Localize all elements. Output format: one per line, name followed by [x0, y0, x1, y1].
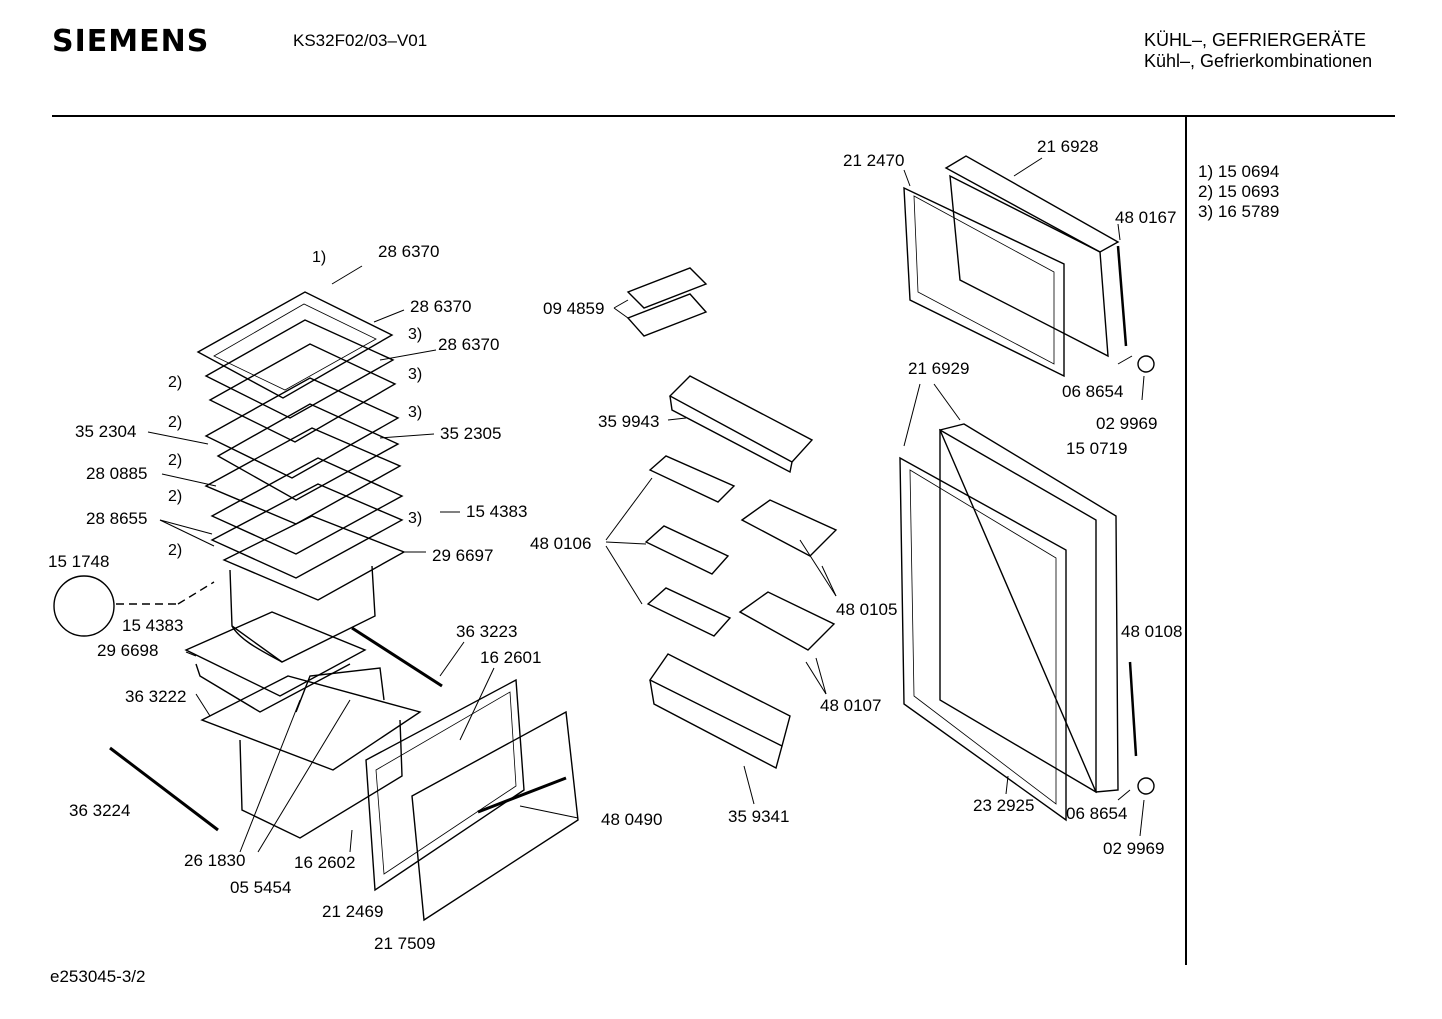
footnote-marker: 2): [168, 488, 183, 505]
thermostat-knob: [53, 575, 115, 637]
part-label: 21 6929: [908, 359, 970, 378]
rail-left: [109, 746, 219, 832]
part-label: 48 0167: [1115, 208, 1177, 227]
freezer-basket: [200, 667, 422, 839]
part-label: 48 0108: [1121, 622, 1183, 641]
door-shelves: [644, 375, 838, 770]
part-label: 35 2305: [440, 424, 502, 443]
part-label: 29 6697: [432, 546, 494, 565]
footnote-marker: 1): [312, 249, 327, 266]
part-label: 28 6370: [438, 335, 500, 354]
part-label: 16 2601: [480, 648, 542, 667]
footnote-marker: 2): [168, 452, 183, 469]
part-label: 35 2304: [75, 422, 137, 441]
part-label: 29 6698: [97, 641, 159, 660]
footnote-marker: 3): [408, 404, 423, 421]
part-label: 15 4383: [122, 616, 184, 635]
part-label: 48 0105: [836, 600, 898, 619]
glass-shelves: [196, 291, 404, 579]
category-subtitle: Kühl–, Gefrierkombinationen: [1144, 51, 1373, 71]
part-label: 28 6370: [378, 242, 440, 261]
model-number: KS32F02/03–V01: [293, 31, 428, 50]
rail-right: [351, 626, 443, 688]
brand-logo: SIEMENS: [52, 24, 210, 59]
part-label: 02 9969: [1096, 414, 1158, 433]
leader-lines: [147, 157, 1145, 853]
footnote-marker: 2): [168, 414, 183, 431]
egg-trays: [626, 267, 708, 337]
crisper-drawer: [184, 515, 406, 713]
footnote-marker: 3): [408, 366, 423, 383]
part-label: 48 0490: [601, 810, 663, 829]
part-label: 36 3224: [69, 801, 131, 820]
part-label: 06 8654: [1066, 804, 1128, 823]
category-title: KÜHL–, GEFRIERGERÄTE: [1144, 30, 1367, 50]
part-label: 48 0107: [820, 696, 882, 715]
freezer-door: [365, 678, 579, 922]
part-label: 06 8654: [1062, 382, 1124, 401]
footnote-marker: 2): [168, 374, 183, 391]
part-label: 36 3222: [125, 687, 187, 706]
part-label: 21 6928: [1037, 137, 1099, 156]
footnote-marker: 2): [168, 542, 183, 559]
part-label: 05 5454: [230, 878, 292, 897]
part-label: 21 2469: [322, 902, 384, 921]
part-label: 28 8655: [86, 509, 148, 528]
part-label: 02 9969: [1103, 839, 1165, 858]
footnote-3: 3) 16 5789: [1198, 202, 1280, 221]
part-label: 36 3223: [456, 622, 518, 641]
footnote-2: 2) 15 0693: [1198, 182, 1280, 201]
part-label: 15 1748: [48, 552, 110, 571]
part-label: 09 4859: [543, 299, 605, 318]
part-label: 35 9341: [728, 807, 790, 826]
part-label: 26 1830: [184, 851, 246, 870]
footnote-1: 1) 15 0694: [1198, 162, 1280, 181]
part-label: 48 0106: [530, 534, 592, 553]
drawing-id: e253045-3/2: [50, 967, 146, 986]
main-door: [899, 423, 1138, 822]
part-label: 21 2470: [843, 151, 905, 170]
part-label: 15 4383: [466, 502, 528, 521]
part-label: 28 6370: [410, 297, 472, 316]
part-label: 35 9943: [598, 412, 660, 431]
part-label: 21 7509: [374, 934, 436, 953]
footnote-marker: 3): [408, 326, 423, 343]
footnote-marker: 3): [408, 510, 423, 527]
part-label: 15 0719: [1066, 439, 1128, 458]
part-label: 16 2602: [294, 853, 356, 872]
part-label: 23 2925: [973, 796, 1035, 815]
upper-door: [903, 155, 1128, 378]
part-label: 28 0885: [86, 464, 148, 483]
